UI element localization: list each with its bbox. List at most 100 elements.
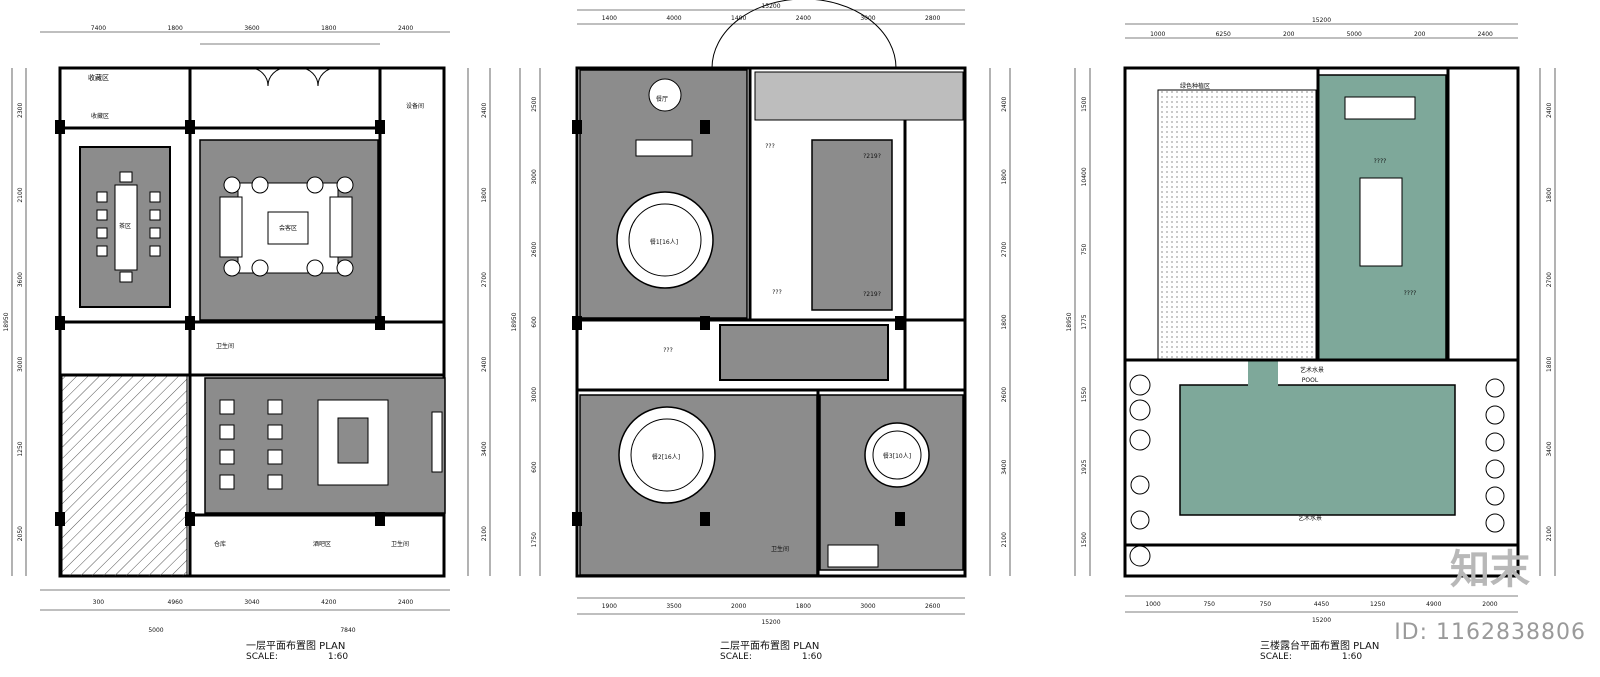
- plan-2-left-dim: 3000: [531, 387, 538, 402]
- plan-1-right-dim: 2400: [481, 357, 488, 372]
- plan-2-left-dim: 600: [531, 461, 538, 473]
- plan-2-room-label: 餐3[10人]: [883, 452, 911, 460]
- plan-3-dim-label: 2400: [1478, 31, 1493, 38]
- plan-2-right-dim: 1800: [1001, 169, 1008, 184]
- plan-1-ground-floor: 收藏区: [11, 31, 491, 611]
- plan-2-dim-label: 2000: [731, 603, 746, 610]
- watermark-id: ID: 1162838806: [1394, 620, 1586, 645]
- plan-3-dim-label: 4900: [1426, 601, 1441, 608]
- plan-2-room-label: ?219?: [863, 291, 881, 298]
- plan-3-dim-label: 4450: [1314, 601, 1329, 608]
- plan-3-room-label: 艺术水景: [1300, 366, 1324, 374]
- plan-3-right-dim: 1800: [1546, 357, 1553, 372]
- plan-3-dim-label: 750: [1260, 601, 1272, 608]
- plan-3-dim-label: 2000: [1482, 601, 1497, 608]
- plan-2-top-total: 15200: [761, 3, 780, 10]
- plan-2-dim-label: 3000: [860, 15, 875, 22]
- plan-1-room-label: 卫生间: [391, 540, 409, 548]
- plan-3-scale-label: SCALE:: [1260, 652, 1292, 662]
- plan-3-left-dim: 1775: [1081, 314, 1088, 329]
- plan-1-dim-label: 3040: [244, 599, 259, 606]
- plan-1-dim-label: 2400: [398, 25, 413, 32]
- plan-3-dim-label: 1000: [1145, 601, 1160, 608]
- plan-1-room-label: 收藏区: [91, 112, 109, 120]
- plan-1-room-label: 酒吧区: [313, 540, 331, 548]
- plan-2-dim-label: 1800: [796, 603, 811, 610]
- plan-1-dim-label: 7840: [340, 627, 355, 634]
- plan-3-top-total: 15200: [1312, 17, 1331, 24]
- plan-3-side-total: 18950: [1066, 312, 1073, 331]
- plan-2-room-label: ?219?: [863, 153, 881, 160]
- plan-1-left-dim: 3600: [17, 272, 24, 287]
- plan-1-room-label: 茶区: [119, 222, 131, 230]
- plan-3-left-dim: 1550: [1081, 387, 1088, 402]
- plan-2-caption: 二层平面布置图 PLAN: [720, 641, 820, 652]
- plan-3-right-dim: 2400: [1546, 103, 1553, 118]
- plan-1-left-dim: 2100: [17, 187, 24, 202]
- plan-2-left-dim: 3000: [531, 169, 538, 184]
- plan-2-dim-label: 2600: [925, 603, 940, 610]
- plan-1-dim-label: 4200: [321, 599, 336, 606]
- plan-3-right-dim: 2100: [1546, 526, 1553, 541]
- plan-1-side-total: 18950: [3, 312, 10, 331]
- plan-3-room-label: POOL: [1302, 377, 1319, 384]
- plan-2-left-dim: 2500: [531, 96, 538, 111]
- plan-2-room-label: ???: [765, 143, 775, 150]
- plan-2-dim-label: 2400: [796, 15, 811, 22]
- watermark-logo: 知末: [1450, 547, 1530, 593]
- plan-2-right-dim: 2700: [1001, 242, 1008, 257]
- plan-1-scale: SCALE:1:60: [246, 652, 348, 662]
- plan-3-dim-label: 200: [1283, 31, 1295, 38]
- plan-2-dim-label: 4000: [666, 15, 681, 22]
- plan-1-dim-label: 3600: [244, 25, 259, 32]
- plan-1-left-dim: 2300: [17, 103, 24, 118]
- plan-2-scale: SCALE:1:60: [720, 652, 822, 662]
- plan-2-side-total: 18950: [511, 312, 518, 331]
- plan-2-right-dim: 3400: [1001, 459, 1008, 474]
- plan-3-caption: 三楼露台平面布置图 PLAN: [1260, 641, 1380, 652]
- plan-3-right-dim: 1800: [1546, 187, 1553, 202]
- plan-2-left-dim: 2600: [531, 242, 538, 257]
- plan-3-roof-terrace: [1074, 23, 1556, 613]
- plan-1-room-label: 卫生间: [216, 342, 234, 350]
- plan-3-dim-label: 750: [1203, 601, 1215, 608]
- plan-2-left-dim: 1750: [531, 532, 538, 547]
- plan-1-right-dim: 2100: [481, 526, 488, 541]
- plan-1-dim-label: 1800: [321, 25, 336, 32]
- plan-1-room-label: 会客区: [279, 224, 297, 232]
- plan-1-right-dim: 3400: [481, 441, 488, 456]
- plan-3-scale-value: 1:60: [1341, 652, 1363, 662]
- plan-1-left-dim: 3000: [17, 357, 24, 372]
- plan-3-dim-label: 1250: [1370, 601, 1385, 608]
- plan-1-dim-label: 1800: [168, 25, 183, 32]
- plan-3-left-dim: 1500: [1081, 532, 1088, 547]
- plan-2-right-dim: 2400: [1001, 96, 1008, 111]
- plan-2-scale-label: SCALE:: [720, 652, 752, 662]
- room-labels: 收藏区设备间茶区会客区卫生间仓库酒吧区卫生间餐厅餐1[16人]餐2[16人]餐3…: [91, 82, 1416, 553]
- p1-room-label: 收藏区: [88, 73, 109, 82]
- plan-1-left-dim: 1250: [17, 441, 24, 456]
- plan-1-caption: 一层平面布置图 PLAN: [246, 641, 346, 652]
- plan-3-scale: SCALE: 1:60: [1260, 652, 1362, 662]
- plan-3-bottom-total: 15200: [1312, 617, 1331, 624]
- plan-1-right-dim: 2700: [481, 272, 488, 287]
- plan-2-right-dim: 2100: [1001, 532, 1008, 547]
- plan-3-right-dim: 2700: [1546, 272, 1553, 287]
- plan-3-right-dim: 3400: [1546, 441, 1553, 456]
- plan-2-dim-label: 3000: [860, 603, 875, 610]
- plan-1-scale-label: SCALE:: [246, 652, 278, 662]
- plan-2-left-dim: 600: [531, 316, 538, 328]
- plan-2-dim-label: 1400: [731, 15, 746, 22]
- plan-3-room-label: 绿色种植区: [1180, 82, 1210, 90]
- plan-2-dim-label: 1900: [602, 603, 617, 610]
- plan-2-room-label: 餐1[16人]: [650, 238, 678, 246]
- plan-2-dim-label: 2800: [925, 15, 940, 22]
- plan-3-left-dim: 1925: [1081, 459, 1088, 474]
- plan-3-left-dim: 10400: [1081, 167, 1088, 186]
- plan-1-dim-label: 5000: [148, 627, 163, 634]
- plan-1-right-dim: 1800: [481, 187, 488, 202]
- plan-3-room-label: 艺术水景: [1298, 514, 1322, 522]
